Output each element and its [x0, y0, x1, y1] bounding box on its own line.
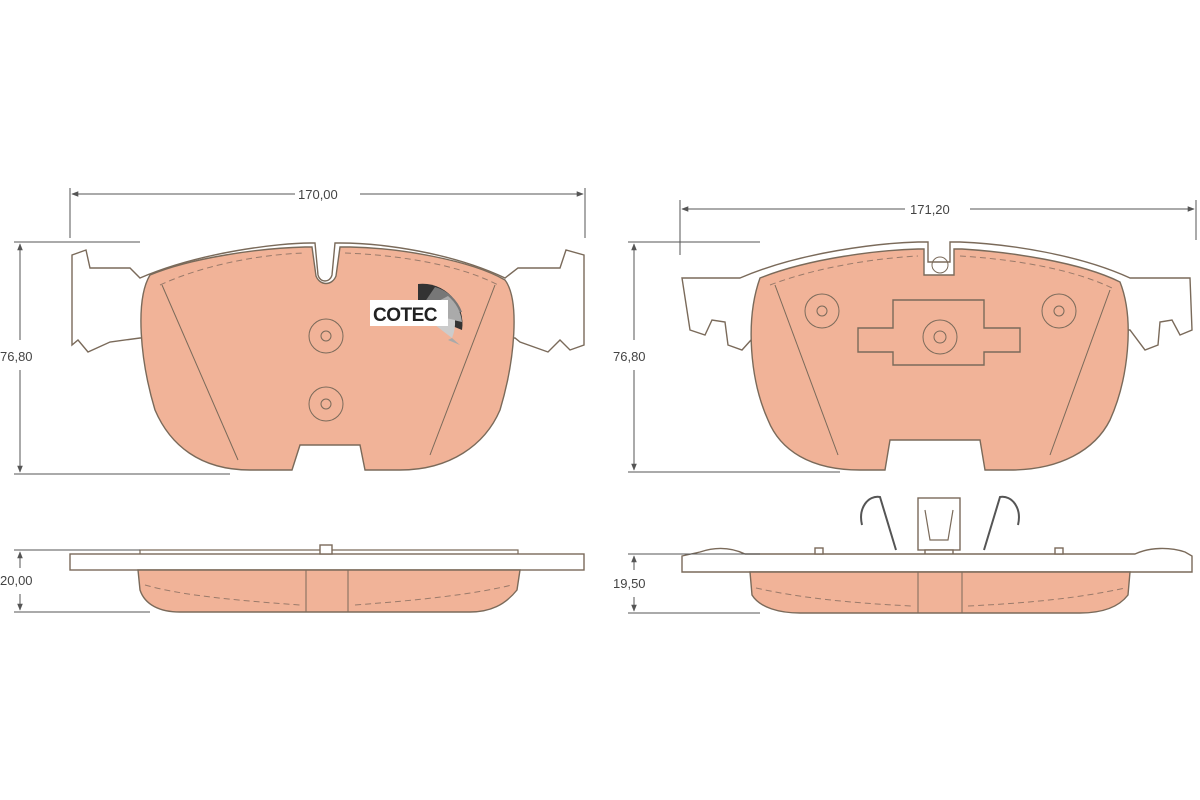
left-pad-front-view: COTEC [71, 242, 585, 471]
left-pad-hole-lower [308, 386, 344, 422]
right-pad-front-view [681, 241, 1193, 471]
left-pad-hole-upper [308, 318, 344, 354]
left-width-dimension: 170,00 [69, 187, 586, 238]
right-thickness-dimension: 19,50 [613, 553, 760, 614]
right-height-label: 76,80 [613, 349, 646, 364]
left-pad-side-view [69, 544, 585, 613]
left-thickness-label: 20,00 [0, 573, 33, 588]
left-height-dimension: 76,80 [0, 241, 230, 475]
cotec-logo: COTEC [370, 283, 463, 345]
left-height-label: 76,80 [0, 349, 33, 364]
right-height-dimension: 76,80 [613, 241, 840, 473]
right-thickness-label: 19,50 [613, 576, 646, 591]
right-pad-side-view [681, 495, 1193, 614]
right-width-dimension: 171,20 [679, 200, 1197, 255]
cotec-logo-text: COTEC [373, 305, 438, 326]
right-width-label: 171,20 [910, 202, 950, 217]
left-width-label: 170,00 [298, 187, 338, 202]
left-thickness-dimension: 20,00 [0, 549, 150, 613]
